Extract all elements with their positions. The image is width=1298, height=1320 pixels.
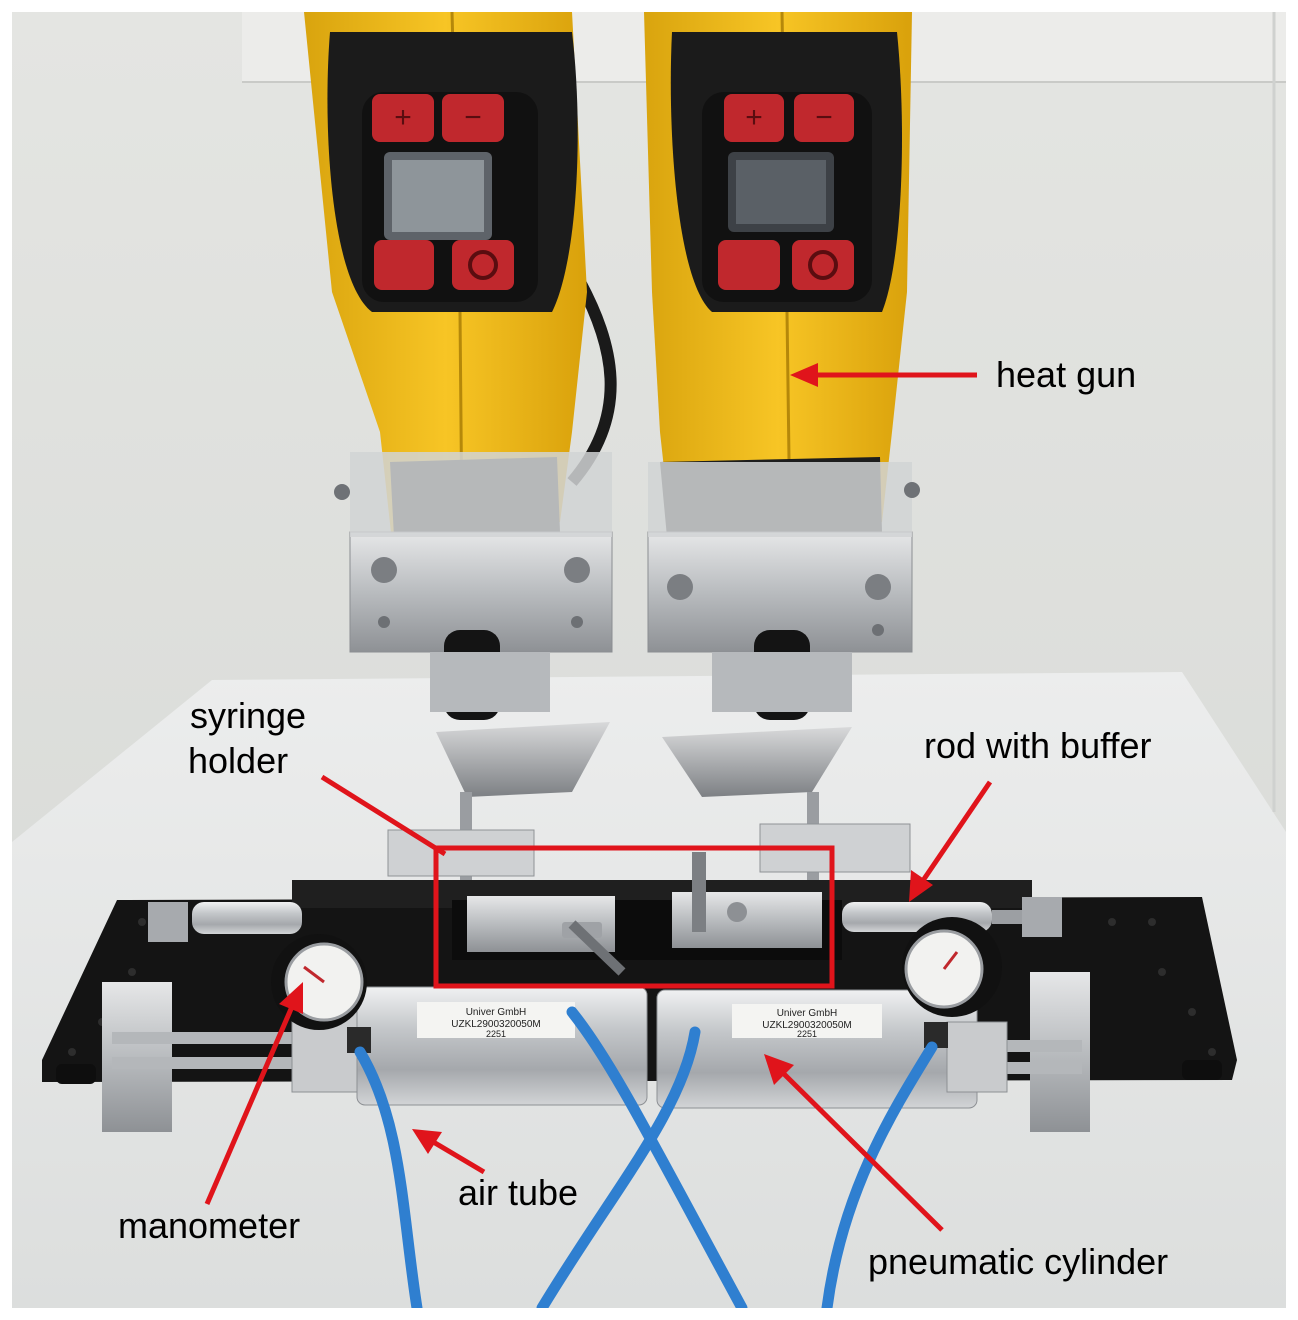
label-heat-gun: heat gun (996, 354, 1137, 395)
left-cylinder-code: UZKL2900320050M (451, 1019, 541, 1030)
arrow-pneumatic-cylinder (778, 1068, 944, 1232)
left-cylinder-brand: Univer GmbH (466, 1007, 527, 1018)
left-gun-minus-label: − (464, 101, 482, 134)
left-cylinder-number: 2251 (486, 1029, 506, 1039)
right-gun-minus-label: − (815, 101, 833, 134)
label-rod-with-buffer: rod with buffer (924, 725, 1152, 766)
left-gun-plus-label: + (394, 101, 412, 134)
air-tubes (354, 1006, 938, 1308)
nozzle-right (662, 652, 852, 797)
arrow-rod-with-buffer (919, 780, 993, 884)
clamp-block-left (334, 452, 613, 653)
photo: + − + − (12, 12, 1286, 1308)
manometer-right (902, 917, 1002, 1048)
plate-left (387, 829, 535, 877)
rod-buffer-left (192, 902, 302, 934)
heat-gun-left: + − (304, 12, 587, 542)
arrow-manometer (204, 1001, 297, 1205)
clamp-block-right (647, 462, 920, 653)
label-syringe-holder-line1: syringe (190, 695, 307, 736)
arrow-air-tube (428, 1137, 486, 1175)
label-pneumatic-cylinder: pneumatic cylinder (868, 1241, 1169, 1282)
right-cylinder-code: UZKL2900320050M (762, 1020, 852, 1031)
right-cylinder-number: 2251 (797, 1029, 817, 1039)
label-air-tube: air tube (458, 1172, 579, 1213)
syringe-holder-box (433, 845, 835, 989)
pneumatic-cylinder-right: Univer GmbH UZKL2900320050M 2251 (656, 989, 1008, 1109)
syringe-holder-assembly (452, 852, 842, 976)
right-cylinder-brand: Univer GmbH (777, 1008, 838, 1019)
photo-scene: + − + − (12, 12, 1286, 1308)
right-gun-plus-label: + (745, 101, 763, 134)
nozzle-left (430, 652, 610, 797)
heat-gun-right: + − (644, 12, 912, 542)
arrow-syringe-holder (320, 774, 447, 857)
label-manometer: manometer (118, 1205, 301, 1246)
label-syringe-holder-line2: holder (188, 740, 289, 781)
annotations (204, 363, 993, 1232)
